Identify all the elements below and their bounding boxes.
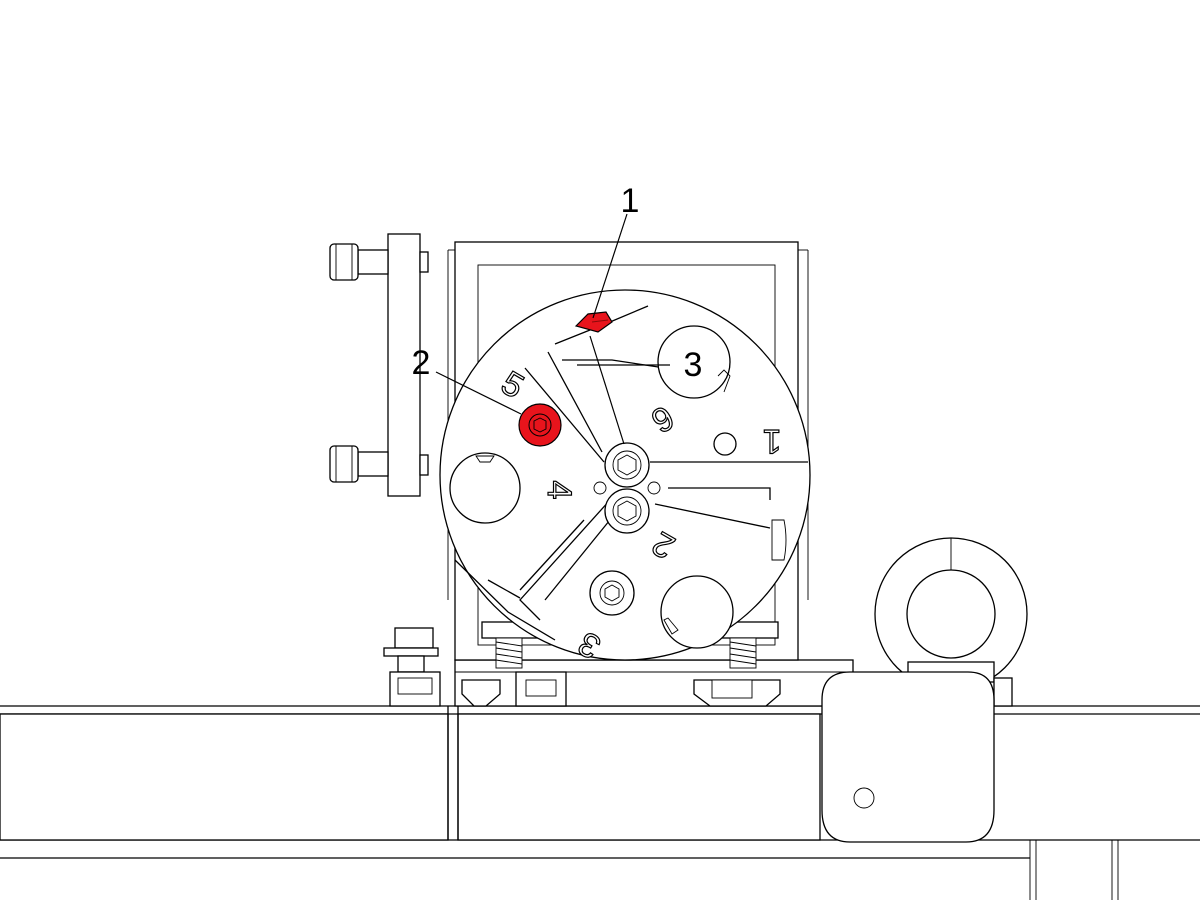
spring-right [719,621,779,669]
callout-3: 3 [577,335,703,445]
callout-label-2: 2 [412,344,431,382]
callout-1: 1 [592,182,640,319]
base-rail [0,705,1200,900]
callout-label-1: 1 [621,182,640,220]
dial-number-4: 4 [540,481,578,500]
hex-bolt-left [383,627,441,707]
callout-label-3: 3 [684,346,703,384]
slot-nut-left [461,671,567,707]
clamp-lever [821,671,995,843]
side-bracket [329,233,429,497]
callout-2: 2 [412,344,522,415]
highlighted-index-pin [574,311,613,333]
indexing-dial [439,289,811,661]
slot-nut-right [693,679,781,707]
highlighted-locking-screw [518,403,562,447]
dial-number-1: 1 [763,422,782,460]
